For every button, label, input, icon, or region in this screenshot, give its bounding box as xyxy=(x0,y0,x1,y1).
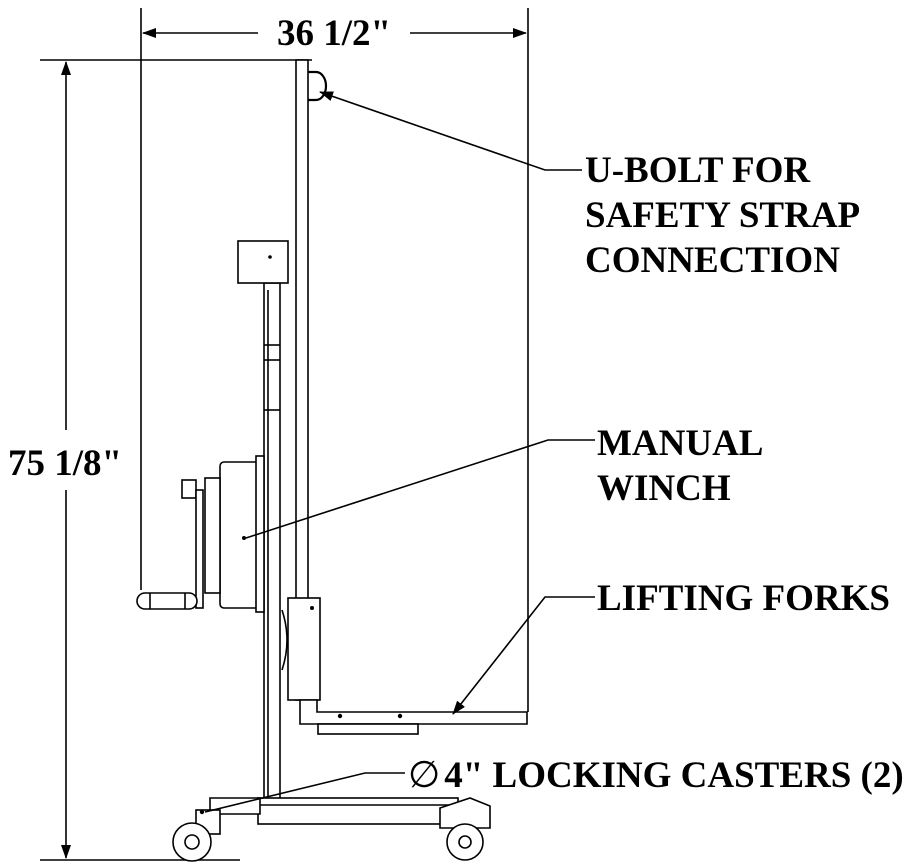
winch-label-line-1: MANUAL xyxy=(597,423,763,464)
lift-machine xyxy=(136,59,528,862)
pulley-box xyxy=(237,240,289,284)
casters-leader xyxy=(204,772,405,813)
rear-column xyxy=(263,282,281,804)
forks-label: LIFTING FORKS xyxy=(597,578,890,619)
casters-label: ∅4" LOCKING CASTERS (2) xyxy=(408,755,904,796)
winch-label-line-2: WINCH xyxy=(597,468,731,509)
crank-hub xyxy=(181,479,197,499)
crank-arm xyxy=(195,489,204,609)
height-dimension: 75 1/8" xyxy=(8,59,312,861)
width-dimension: 36 1/2" xyxy=(140,8,529,712)
u-bolt-label-line-3: CONNECTION xyxy=(585,240,840,281)
u-bolt-label-line-2: SAFETY STRAP xyxy=(585,195,860,236)
callout-casters: ∅4" LOCKING CASTERS (2) xyxy=(204,755,904,813)
carriage xyxy=(287,597,321,701)
callout-winch: MANUAL WINCH xyxy=(245,423,763,539)
winch-leader xyxy=(245,439,595,539)
u-bolt-leader xyxy=(319,91,582,171)
u-bolt-label-line-1: U-BOLT FOR xyxy=(585,150,811,191)
lifting-fork xyxy=(299,699,528,725)
diameter-symbol: ∅ xyxy=(408,755,440,796)
base-frame xyxy=(257,797,459,825)
u-bolt xyxy=(308,70,328,102)
callout-lifting-forks: LIFTING FORKS xyxy=(452,578,890,715)
callout-u-bolt: U-BOLT FOR SAFETY STRAP CONNECTION xyxy=(319,91,860,281)
crank-handle xyxy=(136,592,198,610)
forks-leader xyxy=(452,596,595,715)
height-dimension-label: 75 1/8" xyxy=(8,443,122,484)
width-dimension-label: 36 1/2" xyxy=(277,13,391,54)
